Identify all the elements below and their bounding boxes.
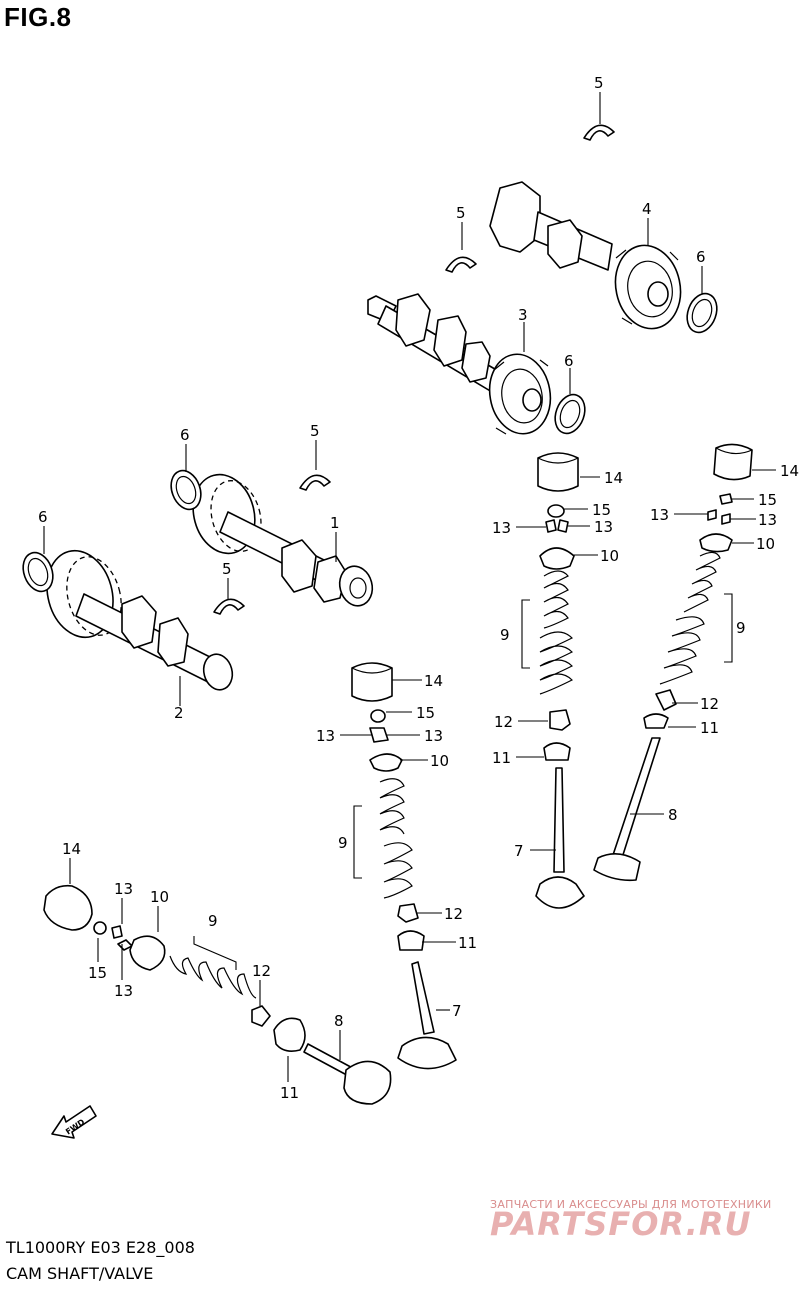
circlip-6-centre-left	[170, 469, 202, 511]
callout-2: 2	[174, 704, 184, 722]
callout-7: 7	[514, 842, 524, 860]
callout-6: 6	[564, 352, 574, 370]
half-ring-5-upper	[445, 256, 477, 273]
callout-13: 13	[114, 982, 133, 1000]
leader-lines	[43, 92, 776, 1082]
camshaft-3	[367, 293, 552, 435]
circlip-6-upper-right	[686, 292, 718, 334]
callout-13: 13	[650, 506, 669, 524]
half-ring-5-left	[213, 598, 245, 615]
valve-train-centre	[351, 662, 457, 1070]
callout-9: 9	[736, 619, 746, 637]
callout-9: 9	[208, 912, 218, 930]
circlip-6-left	[22, 551, 54, 593]
callout-13: 13	[316, 727, 335, 745]
callout-8: 8	[668, 806, 678, 824]
callout-10: 10	[756, 535, 775, 553]
callout-12: 12	[494, 713, 513, 731]
camshaft-4	[489, 181, 682, 330]
half-ring-5-top	[583, 124, 615, 141]
callout-11: 11	[700, 719, 719, 737]
callout-9: 9	[500, 626, 510, 644]
callout-12: 12	[252, 962, 271, 980]
callout-11: 11	[492, 749, 511, 767]
section-name: CAM SHAFT/VALVE	[6, 1264, 154, 1283]
watermark-logo: PARTSFOR.RU	[490, 1205, 752, 1243]
callout-15: 15	[758, 491, 777, 509]
callout-11: 11	[458, 934, 477, 952]
camshaft-1	[192, 473, 374, 607]
callout-5: 5	[456, 204, 466, 222]
callout-5: 5	[594, 74, 604, 92]
callout-14: 14	[424, 672, 443, 690]
callout-14: 14	[780, 462, 799, 480]
callout-1: 1	[330, 514, 340, 532]
circlip-6-middle	[554, 393, 586, 435]
callout-15: 15	[592, 501, 611, 519]
valve-train-middle	[535, 452, 585, 909]
callout-9: 9	[338, 834, 348, 852]
callout-6: 6	[696, 248, 706, 266]
callout-3: 3	[518, 306, 528, 324]
valve-train-right	[593, 443, 753, 882]
callout-7: 7	[452, 1002, 462, 1020]
callout-13: 13	[424, 727, 443, 745]
model-code: TL1000RY E03 E28_008	[6, 1238, 195, 1257]
callout-10: 10	[150, 888, 169, 906]
camshaft-2	[46, 549, 234, 691]
callout-5: 5	[310, 422, 320, 440]
callout-5: 5	[222, 560, 232, 578]
valve-train-bottom-left	[43, 884, 392, 1105]
half-ring-5-centre	[299, 474, 331, 491]
callout-4: 4	[642, 200, 652, 218]
callout-13: 13	[114, 880, 133, 898]
callout-6: 6	[38, 508, 48, 526]
forward-direction-arrow: FWD	[51, 1105, 97, 1139]
callout-12: 12	[700, 695, 719, 713]
callout-11: 11	[280, 1084, 299, 1102]
callout-13: 13	[594, 518, 613, 536]
figure-title: FIG.8	[4, 2, 72, 32]
callout-12: 12	[444, 905, 463, 923]
callout-14: 14	[604, 469, 623, 487]
callout-14: 14	[62, 840, 81, 858]
callout-13: 13	[492, 519, 511, 537]
callout-15: 15	[416, 704, 435, 722]
watermark-tagline: ЗАПЧАСТИ И АКСЕССУАРЫ ДЛЯ МОТОТЕХНИКИ	[490, 1198, 772, 1211]
callout-15: 15	[88, 964, 107, 982]
callout-10: 10	[430, 752, 449, 770]
callout-10: 10	[600, 547, 619, 565]
callout-labels: 5 5 4 6 3 6 14 15 13 13 10 9 12 11 7 14 …	[38, 74, 799, 1102]
callout-8: 8	[334, 1012, 344, 1030]
callout-6: 6	[180, 426, 190, 444]
callout-13: 13	[758, 511, 777, 529]
